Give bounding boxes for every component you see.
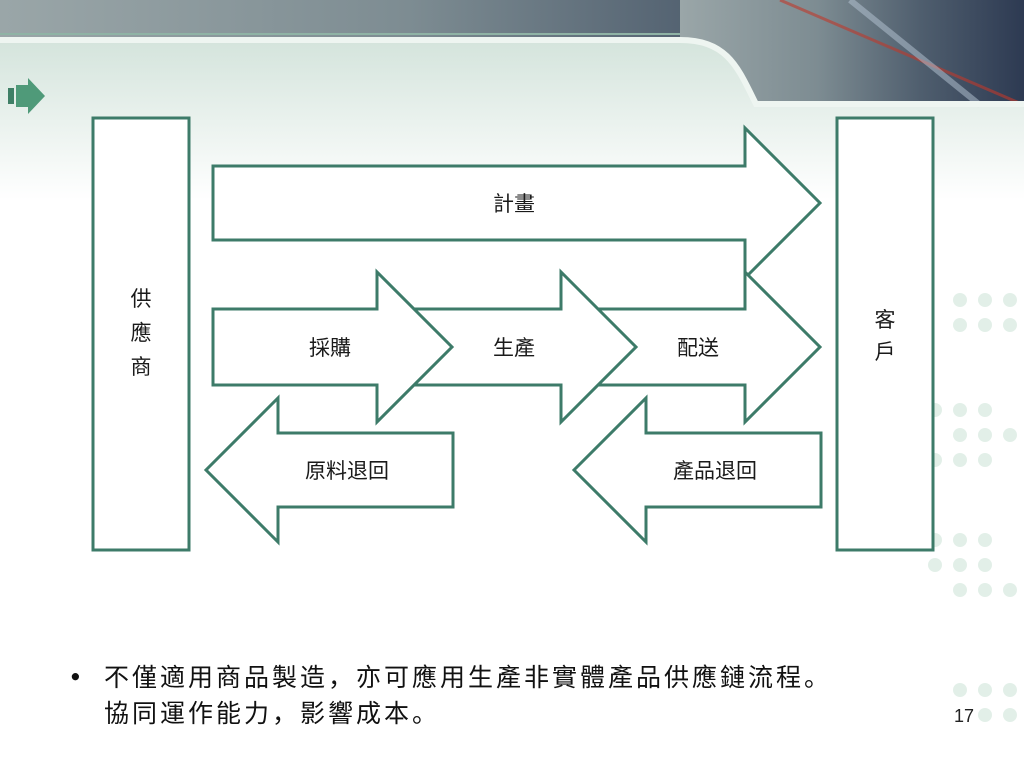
bullet-line-1: 不僅適用商品製造，亦可應用生產非實體產品供應鏈流程。 [104,663,833,692]
supplier-label-char-2: 應 [131,321,152,345]
plan-arrow: 計畫 [211,124,823,282]
procurement-label: 採購 [309,336,351,360]
plan-label: 計畫 [493,192,535,216]
material-return-label: 原料退回 [305,459,389,483]
customer-box: 客 戶 [835,116,935,552]
bullet-line-2: 協同運作能力，影響成本。 [104,699,441,728]
supplier-label-char-3: 商 [131,355,152,379]
material-return-arrow: 原料退回 [203,394,455,546]
procurement-arrow: 採購 [211,268,455,426]
bullet-marker: • [68,663,86,692]
production-label: 生產 [493,336,535,360]
bullet-text-block: • 不僅適用商品製造，亦可應用生產非實體產品供應鏈流程。 協同運作能力，影響成本… [68,660,998,732]
page-number: 17 [953,706,974,726]
customer-label-char-2: 戶 [875,340,896,364]
production-arrow: 生產 [411,268,639,426]
distribution-arrow: 配送 [595,268,823,426]
supplier-label-char-1: 供 [131,287,152,311]
product-return-arrow: 產品退回 [571,394,823,546]
customer-label-char-1: 客 [875,308,896,332]
distribution-label: 配送 [677,336,719,360]
product-return-label: 產品退回 [673,459,757,483]
arrow-marker-icon [8,78,45,114]
supplier-box: 供 應 商 [91,116,191,552]
